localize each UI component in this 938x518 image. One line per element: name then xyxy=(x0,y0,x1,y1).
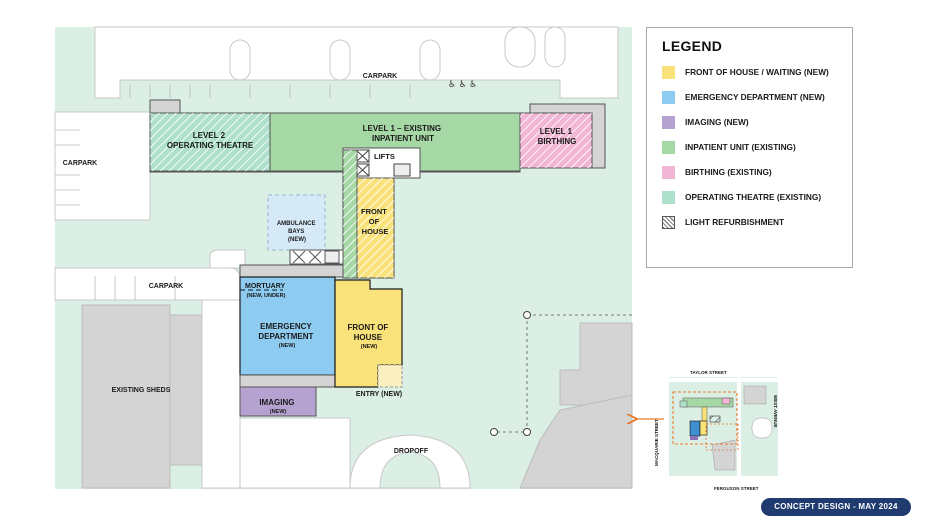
boundary-node xyxy=(523,311,531,319)
legend-swatch xyxy=(662,165,675,179)
ambulance-bays xyxy=(267,194,344,265)
concept-design-badge: CONCEPT DESIGN - MAY 2024 xyxy=(761,498,911,516)
dropoff-road xyxy=(239,417,471,489)
inset-macquarie-street: MACQUARIE STREET xyxy=(654,419,659,466)
front-of-house-upper-label: FRONT OF HOUSE xyxy=(361,207,389,236)
operating-theatre-label: LEVEL 2 OPERATING THEATRE xyxy=(167,131,254,150)
legend-label: FRONT OF HOUSE / WAITING (NEW) xyxy=(685,67,829,77)
legend-title: LEGEND xyxy=(662,38,723,54)
imaging-label: IMAGING (NEW) xyxy=(259,398,296,415)
carpark-left-label: CARPARK xyxy=(63,160,97,167)
legend-swatch xyxy=(662,140,675,154)
inset-west-avenue: WEST AVENUE xyxy=(773,395,778,428)
ambulance-bays-label: AMBULANCE BAYS (NEW) xyxy=(277,221,317,243)
legend-label: INPATIENT UNIT (EXISTING) xyxy=(685,142,796,152)
legend-swatch xyxy=(662,190,675,204)
existing-sheds xyxy=(81,304,203,489)
road-left-lower xyxy=(201,299,241,489)
carpark-mid-label: CARPARK xyxy=(149,283,183,290)
mortuary-label: MORTUARY (NEW, UNDER) xyxy=(245,283,287,299)
legend-label: BIRTHING (EXISTING) xyxy=(685,167,772,177)
parking-lines-top xyxy=(129,85,411,98)
lifts-label: LIFTS xyxy=(374,152,395,161)
carpark-roads-top xyxy=(94,26,619,99)
carpark-mid xyxy=(54,249,246,301)
boundary-node xyxy=(490,428,498,436)
legend-label: EMERGENCY DEPARTMENT (NEW) xyxy=(685,92,825,102)
birthing-label: LEVEL 1 BIRTHING xyxy=(538,127,577,146)
legend-label: IMAGING (NEW) xyxy=(685,117,749,127)
imaging-zone xyxy=(239,386,317,417)
emergency-department-label: EMERGENCY DEPARTMENT (NEW) xyxy=(258,322,315,349)
dropoff-label: DROPOFF xyxy=(394,448,429,455)
legend-swatch xyxy=(662,90,675,104)
legend-swatch xyxy=(662,115,675,129)
existing-buildings-right xyxy=(519,322,633,489)
legend-label: LIGHT REFURBISHMENT xyxy=(685,217,785,227)
legend-item: FRONT OF HOUSE / WAITING (NEW) xyxy=(662,65,829,79)
legend-item: IMAGING (NEW) xyxy=(662,115,749,129)
legend-panel: LEGEND FRONT OF HOUSE / WAITING (NEW) EME… xyxy=(646,27,853,268)
emergency-block xyxy=(239,264,403,417)
legend-item: BIRTHING (EXISTING) xyxy=(662,165,772,179)
location-inset-map: TAYLOR STREET WEST AVENUE MACQUARIE STRE… xyxy=(654,370,778,491)
carpark-top-label: CARPARK xyxy=(363,73,397,80)
legend-item: OPERATING THEATRE (EXISTING) xyxy=(662,190,821,204)
legend-item: LIGHT REFURBISHMENT xyxy=(662,215,784,229)
inset-ferguson-street: FERGUSON STREET xyxy=(714,486,759,491)
legend-item: EMERGENCY DEPARTMENT (NEW) xyxy=(662,90,825,104)
legend-label: OPERATING THEATRE (EXISTING) xyxy=(685,192,822,202)
front-of-house-lower-label: FRONT OF HOUSE (NEW) xyxy=(347,323,390,350)
inpatient-unit-label: LEVEL 1 – EXISTING INPATIENT UNIT xyxy=(363,124,444,143)
carpark-left xyxy=(54,111,151,221)
legend-item: INPATIENT UNIT (EXISTING) xyxy=(662,140,796,154)
inset-taylor-street: TAYLOR STREET xyxy=(690,370,727,375)
existing-sheds-label: EXISTING SHEDS xyxy=(112,387,171,394)
corridor-link xyxy=(342,149,395,279)
legend-swatch xyxy=(662,215,675,229)
boundary-node xyxy=(523,428,531,436)
legend-swatch xyxy=(662,65,675,79)
emergency-department-zone xyxy=(239,276,336,376)
entry-label: ENTRY (NEW) xyxy=(356,391,402,398)
accessible-parking-icons: ♿ ♿ ♿ xyxy=(448,79,477,89)
